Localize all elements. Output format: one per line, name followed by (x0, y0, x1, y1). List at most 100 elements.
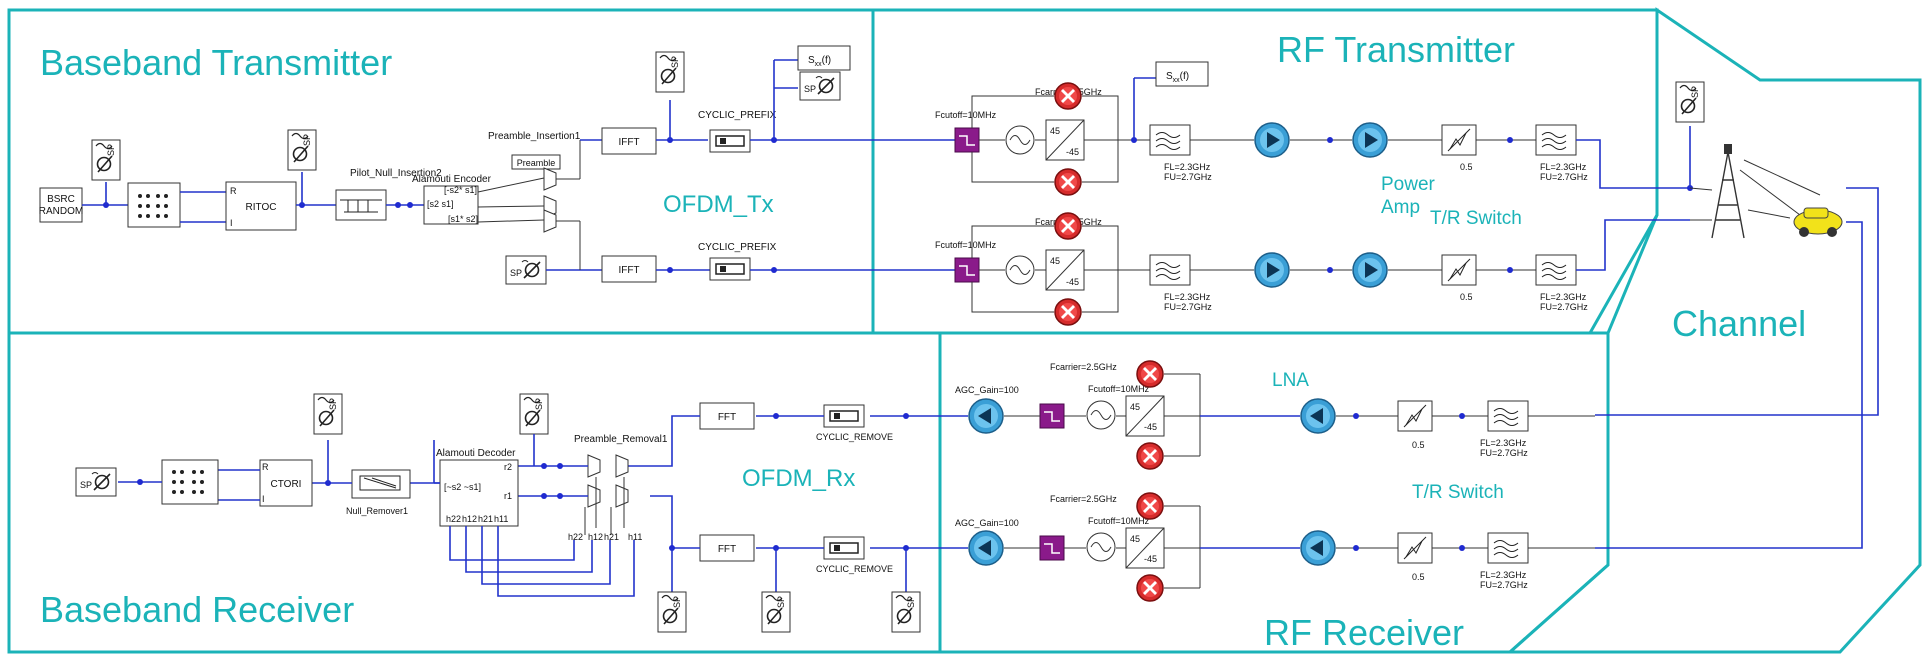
agc-label-1: AGC_Gain=100 (955, 385, 1019, 395)
attenuator-icon[interactable] (1397, 400, 1433, 432)
bandpass-filter-icon[interactable] (1487, 400, 1529, 432)
antenna-tower-icon[interactable] (1711, 144, 1745, 239)
sp-probe-icon[interactable] (91, 139, 121, 181)
dec-h11: h11 (494, 514, 508, 524)
sp-probe-icon[interactable] (1675, 81, 1705, 123)
amplifier-icon[interactable] (1254, 122, 1290, 158)
fcarrier-label-rx1: Fcarrier=2.5GHz (1050, 362, 1117, 372)
tr-switch-rx-label: T/R Switch (1412, 482, 1504, 503)
phase-neg-label: -45 (1144, 554, 1157, 564)
null-remover-block[interactable] (351, 469, 411, 499)
alamouti-encoder-block[interactable] (423, 185, 479, 225)
demapper-block[interactable] (161, 459, 219, 505)
bandpass-filter-icon[interactable] (1149, 254, 1191, 286)
lowpass-filter-icon[interactable] (954, 127, 980, 153)
attenuator-icon[interactable] (1441, 124, 1477, 156)
bandpass-filter-icon[interactable] (1149, 124, 1191, 156)
sp-probe-icon[interactable] (657, 591, 687, 633)
oscillator-icon[interactable] (1086, 400, 1116, 430)
agc-amplifier-icon[interactable] (968, 530, 1004, 566)
mixer-icon[interactable] (1053, 81, 1083, 111)
vehicle-icon[interactable] (1793, 207, 1843, 237)
fcutoff-label-tx1: Fcutoff=10MHz (935, 110, 997, 120)
mixer-icon[interactable] (1053, 167, 1083, 197)
ctori-port-i: I (262, 494, 265, 504)
cyclic-remove-label-2: CYCLIC_REMOVE (816, 564, 893, 574)
cyclic-prefix-block-2[interactable] (709, 257, 751, 281)
power-amplifier-icon[interactable] (1352, 252, 1388, 288)
amplifier-icon[interactable] (1254, 252, 1290, 288)
lowpass-filter-icon[interactable] (1039, 403, 1065, 429)
preamble-block[interactable] (511, 154, 561, 170)
sp-probe-icon[interactable] (313, 393, 343, 435)
ifft-block-1[interactable] (601, 127, 657, 155)
spectrum-sxx-block-1[interactable] (797, 45, 851, 71)
sxx-label: Sxx(f) (1166, 71, 1189, 84)
ritoc-block[interactable] (225, 181, 297, 231)
sp-probe-icon[interactable] (75, 467, 117, 497)
lowpass-filter-icon[interactable] (954, 257, 980, 283)
sp-probe-icon[interactable] (505, 255, 547, 285)
bandpass-filter-icon[interactable] (1487, 532, 1529, 564)
ofdm-tx-label: OFDM_Tx (663, 191, 774, 218)
fl-label: FL=2.3GHz (1480, 438, 1527, 448)
fl-label: FL=2.3GHz (1480, 570, 1527, 580)
oscillator-icon[interactable] (1005, 125, 1035, 155)
power-amplifier-icon[interactable] (1352, 122, 1388, 158)
cyclic-prefix-label-1: CYCLIC_PREFIX (698, 110, 777, 121)
mixer-icon[interactable] (1135, 441, 1165, 471)
lna-label: LNA (1272, 370, 1309, 391)
sp-probe-icon[interactable] (519, 393, 549, 435)
bandpass-filter-icon[interactable] (1535, 124, 1577, 156)
fft-block-1[interactable] (699, 402, 755, 430)
oscillator-icon[interactable] (1086, 532, 1116, 562)
random-label: RANDOM (39, 206, 83, 217)
ifft-block-2[interactable] (601, 255, 657, 283)
mixer-icon[interactable] (1135, 573, 1165, 603)
cyclic-remove-block-2[interactable] (823, 536, 865, 560)
ctori-block[interactable] (259, 459, 313, 507)
bsrc-random-block[interactable] (39, 187, 83, 223)
lna-icon[interactable] (1300, 530, 1336, 566)
spectrum-sxx-block-2[interactable] (1155, 61, 1209, 87)
agc-amplifier-icon[interactable] (968, 398, 1004, 434)
fu-label: FU=2.7GHz (1164, 302, 1212, 312)
alamouti-decoder-block[interactable] (439, 459, 519, 527)
dec-h22: h22 (446, 514, 461, 524)
pilot-null-insertion-block[interactable] (335, 189, 387, 221)
mixer-icon[interactable] (1135, 359, 1165, 389)
pilot-null-label: Pilot_Null_Insertion2 (350, 168, 442, 179)
cyclic-prefix-block-1[interactable] (709, 129, 751, 153)
sp-probe-icon[interactable] (891, 591, 921, 633)
mixer-icon[interactable] (1053, 297, 1083, 327)
attenuator-icon[interactable] (1441, 254, 1477, 286)
oscillator-icon[interactable] (1005, 255, 1035, 285)
sp-probe-icon[interactable] (655, 51, 685, 93)
r1-label: r1 (504, 491, 512, 501)
sp-probe-icon[interactable] (761, 591, 791, 633)
lowpass-filter-icon[interactable] (1039, 535, 1065, 561)
h11-label: h11 (628, 532, 642, 542)
bandpass-filter-icon[interactable] (1535, 254, 1577, 286)
mixer-icon[interactable] (1135, 491, 1165, 521)
rf-receiver-title: RF Receiver (1264, 612, 1464, 653)
fl-label: FL=2.3GHz (1164, 162, 1211, 172)
enc-port-2: [s2 s1] (427, 199, 454, 209)
mapper-block[interactable] (127, 182, 181, 228)
rf-rx-chain: AGC_Gain=100 Fcarrier=2.5GHz Fcutoff=10M… (955, 359, 1595, 603)
ctori-port-r: R (262, 462, 269, 472)
cyclic-remove-block-1[interactable] (823, 404, 865, 428)
lna-icon[interactable] (1300, 398, 1336, 434)
ifft-label-2: IFFT (618, 265, 639, 276)
ctori-label: CTORI (271, 479, 302, 490)
mixer-icon[interactable] (1053, 211, 1083, 241)
fu-label: FU=2.7GHz (1540, 172, 1588, 182)
sp-probe-icon[interactable] (799, 71, 841, 101)
enc-port-1: [-s2* s1] (444, 185, 477, 195)
preamble-label: Preamble (517, 158, 556, 168)
sp-probe-icon[interactable] (287, 129, 317, 171)
phase-pos-label: 45 (1050, 256, 1060, 266)
fft-block-2[interactable] (699, 534, 755, 562)
attenuator-icon[interactable] (1397, 532, 1433, 564)
